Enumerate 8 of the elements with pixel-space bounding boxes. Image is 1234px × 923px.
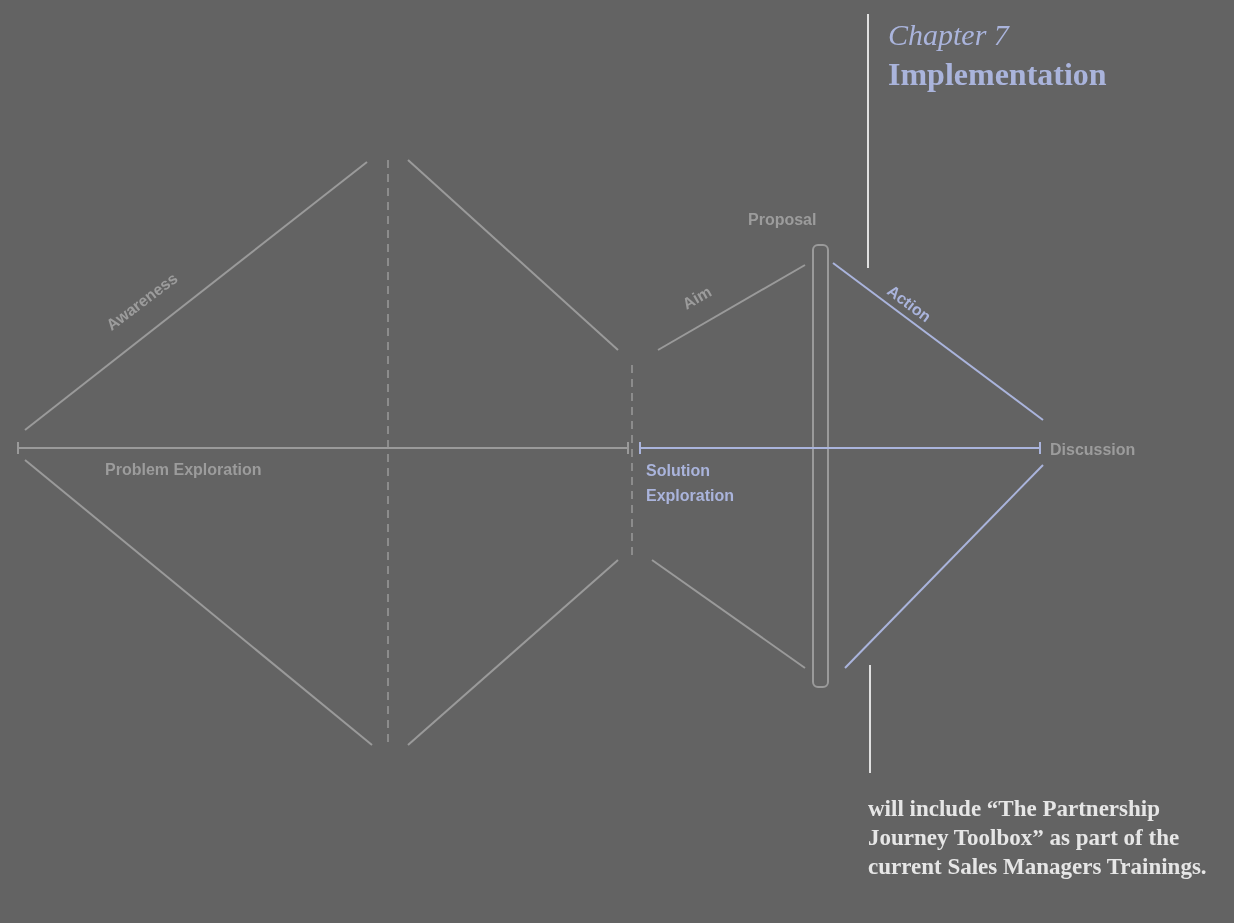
note-text: will include “The Partnership Journey Toolbox” as part of the current Sales Managers Trainings.: [868, 795, 1208, 881]
phase-label: Aim: [678, 281, 716, 315]
stage-label: Discussion: [1050, 440, 1136, 460]
stage-label: Proposal: [748, 210, 817, 230]
stage-label: Problem Exploration: [105, 460, 262, 480]
chapter-title: Implementation: [888, 55, 1107, 94]
stage-label: Solution Exploration: [646, 461, 735, 506]
chapter-number: Chapter 7: [888, 17, 1009, 53]
